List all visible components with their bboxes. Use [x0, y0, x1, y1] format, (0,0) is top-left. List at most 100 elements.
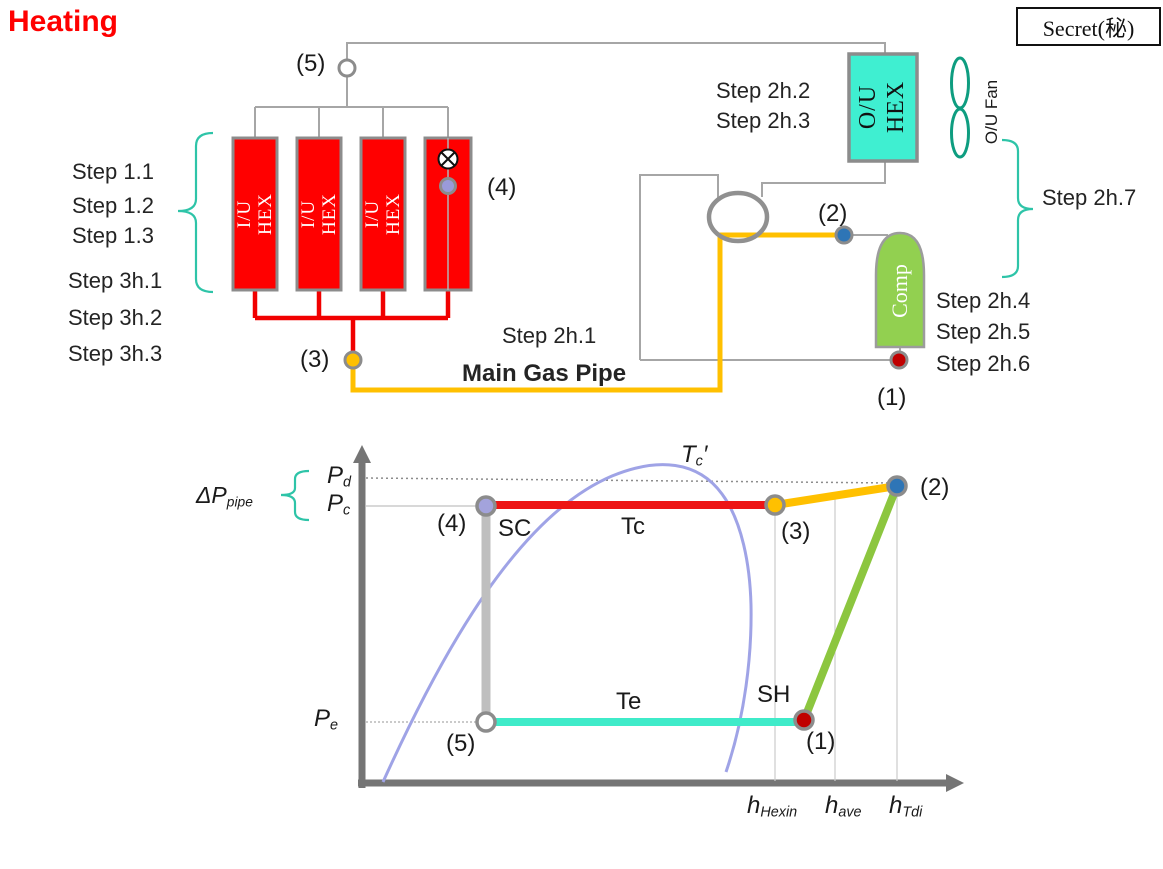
iu-hex-2-line2: HEX — [319, 192, 340, 236]
h-tdi-sub: Tdi — [902, 804, 923, 821]
gray-pipes — [254, 42, 901, 361]
pd-axis-label: Pd — [327, 462, 351, 491]
step-3h-1-label: Step 3h.1 — [68, 268, 163, 293]
h-hexin-main: h — [747, 792, 761, 819]
dp-main: ΔP — [196, 482, 227, 508]
pe-axis-label: Pe — [314, 705, 338, 734]
step-2h-7-label: Step 2h.7 — [1042, 185, 1137, 210]
step-2h-1-label: Step 2h.1 — [502, 323, 597, 348]
sh-label: SH — [757, 681, 791, 708]
chart-point-3-label: (3) — [781, 518, 811, 545]
pe-main: P — [314, 705, 331, 732]
pc-axis-label: Pc — [327, 490, 350, 519]
step-2h-4-label: Step 2h.4 — [936, 288, 1031, 313]
iu-hex-3-line1: I/U — [362, 199, 383, 229]
chart-point-1 — [793, 709, 815, 731]
ou-hex-box — [847, 52, 919, 163]
diagram-point-2-label: (2) — [818, 200, 848, 227]
step-2h-5-label: Step 2h.5 — [936, 319, 1031, 344]
diagram-point-1-label: (1) — [877, 384, 907, 411]
iu-hex-unit-1 — [231, 136, 279, 292]
iu-hex-unit-2 — [295, 136, 343, 292]
diagram-point-markers — [337, 58, 909, 370]
chart-point-3 — [764, 494, 786, 516]
ou-fan-label: O/U Fan — [982, 79, 1001, 145]
pe-sub: e — [330, 717, 339, 734]
diagram-point-5 — [337, 58, 357, 78]
iu-hex-2-label: I/U HEX — [298, 140, 340, 288]
pd-sub: d — [343, 474, 352, 491]
ou-hex-label: O/U HEX — [854, 55, 912, 159]
step-1-2-label: Step 1.2 — [72, 193, 154, 218]
tc-prime-sub: c — [695, 453, 703, 470]
step-2h-6-label: Step 2h.6 — [936, 351, 1031, 376]
secret-stamp: Secret(秘) — [1016, 7, 1161, 46]
ou-hex-line1: O/U — [855, 84, 881, 130]
pc-sub: c — [343, 502, 351, 519]
pc-main: P — [327, 490, 344, 517]
compressor-shape — [874, 231, 926, 349]
iu-hex-units — [231, 136, 473, 292]
iu-hex-unit-3 — [359, 136, 407, 292]
pipe-drop-line — [774, 482, 898, 509]
step-1-3-label: Step 1.3 — [72, 223, 154, 248]
h-tdi-tick-label: hTdi — [889, 792, 922, 821]
iu-hex-3-line2: HEX — [383, 192, 404, 236]
iu-hex-1-line1: I/U — [234, 199, 255, 229]
diagram-point-3-label: (3) — [300, 346, 330, 373]
iu-hex-1-line2: HEX — [255, 192, 276, 236]
step-1-1-label: Step 1.1 — [72, 159, 154, 184]
h-ave-main: h — [825, 792, 839, 819]
dp-sub: pipe — [226, 494, 253, 510]
step-2h-3-label: Step 2h.3 — [716, 108, 811, 133]
sc-label: SC — [498, 515, 532, 542]
fan-icon — [950, 56, 970, 159]
chart-point-2-label: (2) — [920, 474, 950, 501]
tc-prime-label: Tc′ — [681, 441, 707, 470]
ou-hex-line2: HEX — [883, 80, 909, 134]
h-hexin-sub: Hexin — [760, 804, 798, 821]
ph-chart-axes — [353, 445, 964, 792]
diagram-point-5-label: (5) — [296, 50, 326, 77]
chart-point-4 — [475, 495, 497, 517]
diagram-point-1 — [889, 350, 909, 370]
step-3h-3-label: Step 3h.3 — [68, 341, 163, 366]
h-ave-sub: ave — [838, 804, 862, 821]
sensor-point-icon — [439, 177, 457, 195]
compression-line — [800, 484, 901, 722]
h-tdi-main: h — [889, 792, 903, 819]
te-label: Te — [616, 688, 642, 715]
compressor-label: Comp — [887, 264, 912, 318]
delta-p-brace — [280, 469, 310, 522]
iu-hex-3-label: I/U HEX — [362, 140, 404, 288]
step-2h7-brace — [1001, 138, 1034, 279]
cycle-point-markers — [475, 475, 908, 733]
saturation-dome-curve — [381, 463, 753, 783]
steps-left-brace — [177, 131, 214, 294]
delta-p-pipe-label: ΔPpipe — [196, 482, 253, 510]
h-hexin-tick-label: hHexin — [747, 792, 797, 821]
iu-hex-2-line1: I/U — [298, 199, 319, 229]
chart-point-2 — [886, 475, 908, 497]
iu-hex-1-label: I/U HEX — [234, 140, 276, 288]
diagram-point-4-label: (4) — [487, 174, 517, 201]
tc-prime-mark: ′ — [702, 441, 708, 468]
chart-point-4-label: (4) — [437, 510, 467, 537]
chart-point-5-label: (5) — [446, 730, 476, 757]
step-2h-2-label: Step 2h.2 — [716, 78, 811, 103]
tc-label: Tc — [621, 513, 645, 540]
shutoff-valve-icon — [437, 148, 459, 170]
diagram-point-3 — [343, 350, 363, 370]
chart-point-5 — [475, 711, 497, 733]
tc-prime-main: T — [681, 441, 696, 468]
cycle-segments — [481, 482, 901, 726]
pd-main: P — [327, 462, 344, 489]
diagram-point-2 — [834, 225, 854, 245]
chart-point-1-label: (1) — [806, 728, 836, 755]
main-gas-pipe-label: Main Gas Pipe — [462, 360, 627, 387]
h-ave-tick-label: have — [825, 792, 862, 821]
page-title: Heating — [8, 5, 119, 38]
step-3h-2-label: Step 3h.2 — [68, 305, 163, 330]
